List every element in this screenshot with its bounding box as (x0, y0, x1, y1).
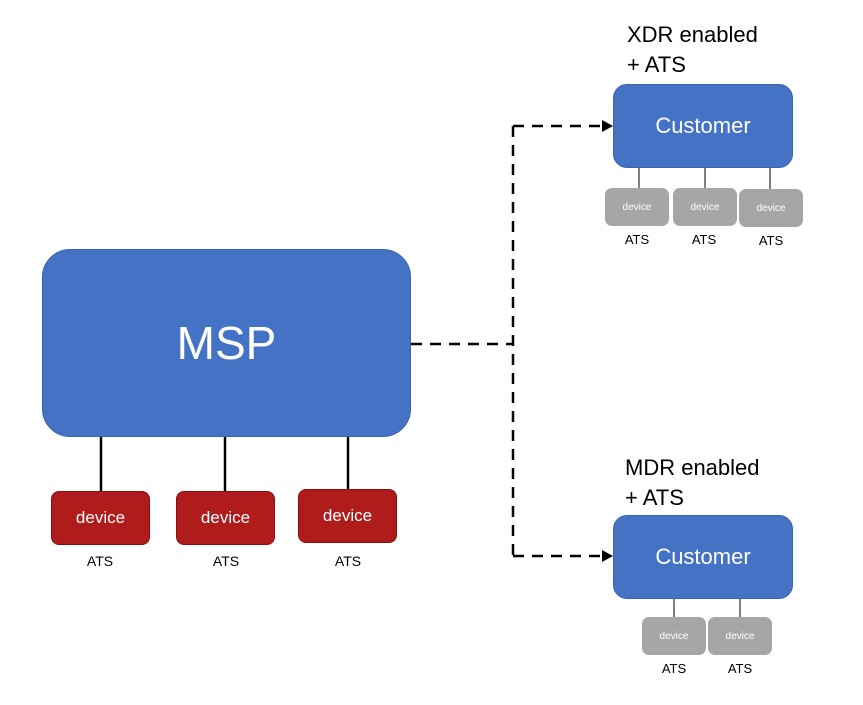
msp-label: MSP (176, 317, 277, 369)
msp-device-1: device (51, 491, 150, 545)
device-label: device (725, 630, 755, 642)
customer-top-device-2: device (673, 188, 737, 226)
customer-top-box: Customer (613, 84, 793, 168)
customer-bottom-caption-line2: + ATS (625, 485, 684, 510)
customer-top-label: Customer (655, 113, 751, 138)
device-label: device (622, 201, 652, 213)
arrowhead-customer-bottom (602, 550, 613, 562)
customer-bottom-device-2-ats: ATS (727, 661, 753, 676)
customer-top-caption-line1: XDR enabled (627, 22, 758, 47)
customer-bottom-device-1: device (642, 617, 706, 655)
customer-bottom-caption-line1: MDR enabled (625, 455, 760, 480)
customer-top-device-2-ats: ATS (691, 232, 717, 247)
device-label: device (659, 630, 689, 642)
msp-device-3-ats: ATS (334, 553, 362, 569)
device-label: device (75, 508, 126, 527)
msp-device-2-ats: ATS (212, 553, 240, 569)
msp-device-3: device (298, 489, 397, 543)
device-label: device (322, 506, 373, 525)
customer-bottom-box: Customer (613, 515, 793, 599)
customer-bottom-caption: MDR enabled + ATS (625, 453, 760, 513)
customer-bottom-device-1-ats: ATS (661, 661, 687, 676)
customer-top-device-1-ats: ATS (624, 232, 650, 247)
customer-top-device-3: device (739, 189, 803, 227)
msp-device-2: device (176, 491, 275, 545)
customer-bottom-label: Customer (655, 544, 751, 569)
customer-top-device-3-ats: ATS (758, 233, 784, 248)
msp-device-1-ats: ATS (86, 553, 114, 569)
customer-top-caption: XDR enabled + ATS (627, 20, 758, 80)
customer-bottom-device-2: device (708, 617, 772, 655)
device-label: device (690, 201, 720, 213)
device-label: device (200, 508, 251, 527)
customer-top-device-1: device (605, 188, 669, 226)
arrowhead-customer-top (602, 120, 613, 132)
msp-box: MSP (42, 249, 411, 437)
customer-top-caption-line2: + ATS (627, 52, 686, 77)
device-label: device (756, 202, 786, 214)
